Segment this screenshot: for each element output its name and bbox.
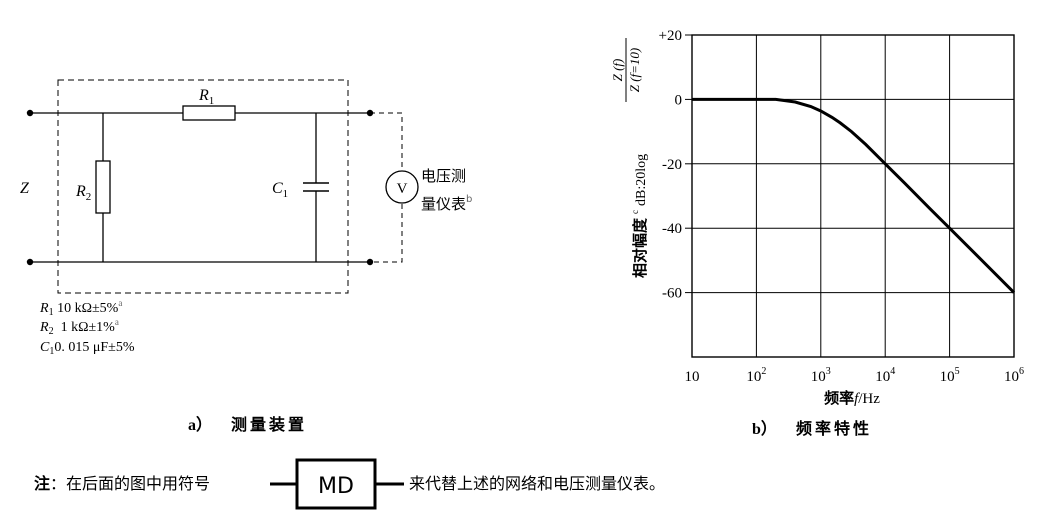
- circuit-diagram: V Z R1 R2 C1 电压测 量仪表b R1 10 kΩ±5%a R2 1 …: [20, 79, 472, 434]
- y-axis-ticks: +20 0 -20 -40 -60: [659, 28, 682, 302]
- note-text-before: 注：在后面的图中用符号: [34, 474, 210, 493]
- input-terminal-bottom: [26, 258, 34, 266]
- y-axis-fraction: Z (f) Z (f=10): [610, 38, 642, 102]
- r2-label: R2: [75, 183, 91, 203]
- caption-a-letter: a）: [188, 416, 212, 434]
- resistor-r1: [182, 105, 236, 121]
- spec-c1: C10. 015 μF±5%: [40, 340, 135, 357]
- c1-label: C1: [272, 180, 288, 200]
- md-symbol-label: MD: [318, 474, 354, 499]
- impedance-label: Z: [20, 180, 30, 197]
- y-axis-label: 相对幅度 c dB:20log: [630, 154, 649, 278]
- network-dashed-box: [57, 79, 349, 294]
- y-fraction-numerator: Z (f): [610, 59, 625, 82]
- y-tick-label: +20: [659, 28, 682, 44]
- y-tick-label: -60: [662, 286, 682, 302]
- meter-label-line1: 电压测: [421, 167, 466, 185]
- caption-a-text: 测量装置: [231, 415, 307, 434]
- x-tick-label: 105: [940, 366, 960, 385]
- note-text-after: 来代替上述的网络和电压测量仪表。: [409, 474, 665, 493]
- meter-lead-top: [370, 112, 403, 170]
- input-terminal-top: [26, 109, 34, 117]
- x-tick-label: 102: [746, 366, 766, 385]
- spec-r2: R2 1 kΩ±1%a: [39, 317, 119, 337]
- x-tick-label: 104: [875, 366, 895, 385]
- response-curve: [692, 97, 1016, 294]
- x-tick-label: 103: [811, 366, 831, 385]
- note-line: 注：在后面的图中用符号 MD 来代替上述的网络和电压测量仪表。: [34, 458, 665, 510]
- x-axis-ticks: 10 102 103 104 105 106: [685, 366, 1025, 385]
- x-tick-label: 106: [1004, 366, 1024, 385]
- resistor-r2: [95, 160, 111, 214]
- y-axis-label-text: 相对幅度: [631, 217, 649, 278]
- r1-label: R1: [198, 87, 214, 107]
- x-tick-label: 10: [685, 369, 700, 385]
- plot-area: [691, 34, 1015, 358]
- voltmeter-icon: [385, 170, 419, 204]
- meter-lead-bottom: [370, 204, 403, 263]
- y-tick-label: -40: [662, 221, 682, 237]
- chart-grid: [685, 34, 1015, 357]
- y-fraction-denominator: Z (f=10): [627, 48, 642, 93]
- caption-b-text: 频率特性: [796, 419, 872, 438]
- voltmeter-symbol: V: [397, 181, 408, 197]
- y-tick-label: -20: [662, 157, 682, 173]
- frequency-chart: +20 0 -20 -40 -60 10 102 103 104 105 106 相对幅度 c d…: [610, 28, 1024, 438]
- y-axis-label-db: dB:20log: [634, 154, 649, 206]
- output-terminal-bottom: [366, 258, 374, 266]
- spec-r1: R1 10 kΩ±5%a: [39, 298, 122, 318]
- caption-b-letter: b）: [752, 420, 777, 438]
- y-tick-label: 0: [675, 92, 683, 108]
- meter-label-line2: 量仪表b: [421, 194, 472, 213]
- y-axis-label-mark: c: [630, 210, 640, 214]
- x-axis-label: 频率f/Hz: [824, 389, 880, 407]
